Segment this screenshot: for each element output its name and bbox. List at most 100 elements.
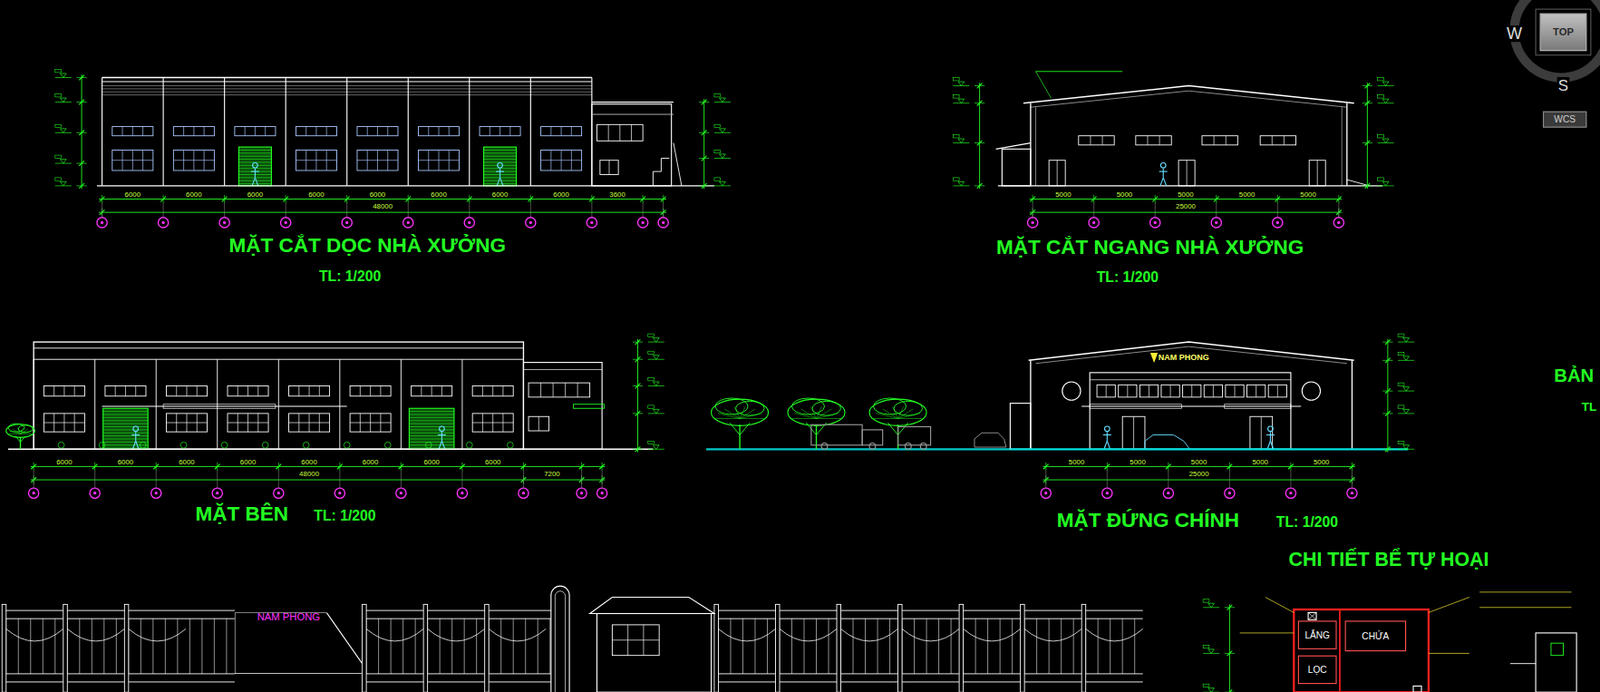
cad-line: [346, 194, 348, 204]
cad-rect: [1183, 384, 1202, 398]
cad-line: [898, 408, 914, 419]
cad-circle: [399, 492, 402, 495]
cad-rect: [1202, 135, 1238, 146]
filter-chamber: LỌC: [1298, 655, 1338, 685]
cad-line: [642, 194, 644, 204]
cad-rect: [898, 603, 903, 692]
dimension-text: 6000: [184, 190, 204, 198]
cad-line: [1510, 662, 1536, 664]
cad-path: [488, 628, 546, 641]
cad-line: [152, 618, 154, 674]
cad-circle: [425, 441, 432, 448]
cad-line: [1229, 470, 1231, 488]
cad-line: [1317, 160, 1319, 186]
cad-circle: [1276, 221, 1279, 224]
cad-line: [766, 618, 768, 674]
cad-rect: [648, 333, 655, 337]
cad-line: [630, 124, 632, 141]
cad-line: [201, 618, 203, 674]
cad-path: [1036, 346, 1348, 364]
cad-line: [247, 385, 249, 396]
cad-circle: [339, 492, 341, 495]
cad-circle: [216, 492, 219, 495]
cad-rect: [1009, 403, 1031, 450]
cad-line: [550, 126, 552, 136]
settling-chamber: LẮNG: [1298, 620, 1338, 650]
cad-rect: [1122, 416, 1145, 449]
cad-line: [523, 462, 524, 471]
cad-ellipse: [711, 398, 769, 426]
cad-ellipse: [812, 400, 842, 416]
cad-line: [216, 462, 218, 471]
cad-path: [652, 445, 660, 450]
cad-line: [238, 171, 272, 173]
gate-sign: NAM PHONG: [234, 611, 363, 674]
cad-ellipse: [873, 397, 907, 415]
cad-line: [513, 618, 514, 674]
cad-line: [611, 639, 660, 640]
cad-rect: [1397, 333, 1405, 337]
cad-line: [1148, 384, 1150, 398]
cad-line: [103, 426, 149, 427]
cad-line: [875, 413, 898, 419]
cad-rect: [836, 603, 842, 692]
cad-line: [816, 413, 839, 419]
cad-circle: [465, 441, 473, 448]
cad-line: [1362, 142, 1373, 144]
septic-tank-detail: [1202, 591, 1577, 692]
cad-rect: [289, 413, 330, 432]
cad-line: [94, 462, 96, 471]
cad-line: [408, 416, 455, 418]
cad-path: [652, 408, 660, 414]
cad-line: [103, 423, 149, 425]
cad-line: [1133, 416, 1135, 449]
cad-line: [996, 143, 1031, 150]
cad-line: [175, 385, 177, 396]
cad-line: [408, 432, 455, 434]
dimension-text: 25000: [1174, 202, 1197, 210]
cad-rect: [1268, 384, 1287, 398]
cad-line: [289, 422, 330, 424]
cad-line: [502, 385, 504, 396]
dimension-text: 5000: [1054, 190, 1073, 198]
cad-path: [974, 432, 1007, 447]
cad-rect: [472, 413, 514, 432]
cad-line: [54, 618, 56, 674]
cad-line: [257, 385, 259, 396]
cad-line: [1186, 160, 1188, 186]
cad-ellipse: [736, 400, 766, 416]
cad-line: [974, 102, 985, 104]
cad-line: [1271, 135, 1273, 146]
node-label: CHỨA: [1361, 630, 1389, 640]
cad-line: [94, 470, 96, 488]
cad-circle: [252, 163, 259, 169]
cad-line: [1036, 70, 1124, 72]
cad-circle: [497, 163, 504, 169]
cad-circle: [1105, 426, 1111, 432]
cad-rect: [227, 413, 269, 432]
cad-line: [122, 126, 124, 136]
cad-line: [339, 358, 340, 449]
cad-line: [530, 203, 532, 218]
cad-rect: [591, 104, 672, 186]
cad-line: [407, 194, 409, 204]
cad-rect: [165, 385, 207, 396]
cad-path: [652, 381, 660, 387]
cad-line: [1122, 618, 1124, 674]
cad-circle: [1062, 381, 1081, 400]
cad-rect: [1161, 384, 1180, 398]
cad-line: [898, 422, 909, 436]
cad-path: [59, 159, 67, 165]
cad-circle: [151, 487, 162, 498]
cad-circle: [638, 217, 649, 228]
cad-rect: [479, 126, 521, 136]
cad-path: [1382, 181, 1389, 186]
cad-circle: [100, 221, 103, 224]
cad-rect: [1413, 685, 1422, 692]
cad-line: [20, 430, 32, 434]
cad-line: [1011, 618, 1013, 674]
cad-line: [1267, 440, 1271, 449]
cad-rect: [1096, 384, 1116, 398]
cad-line: [1212, 384, 1214, 398]
